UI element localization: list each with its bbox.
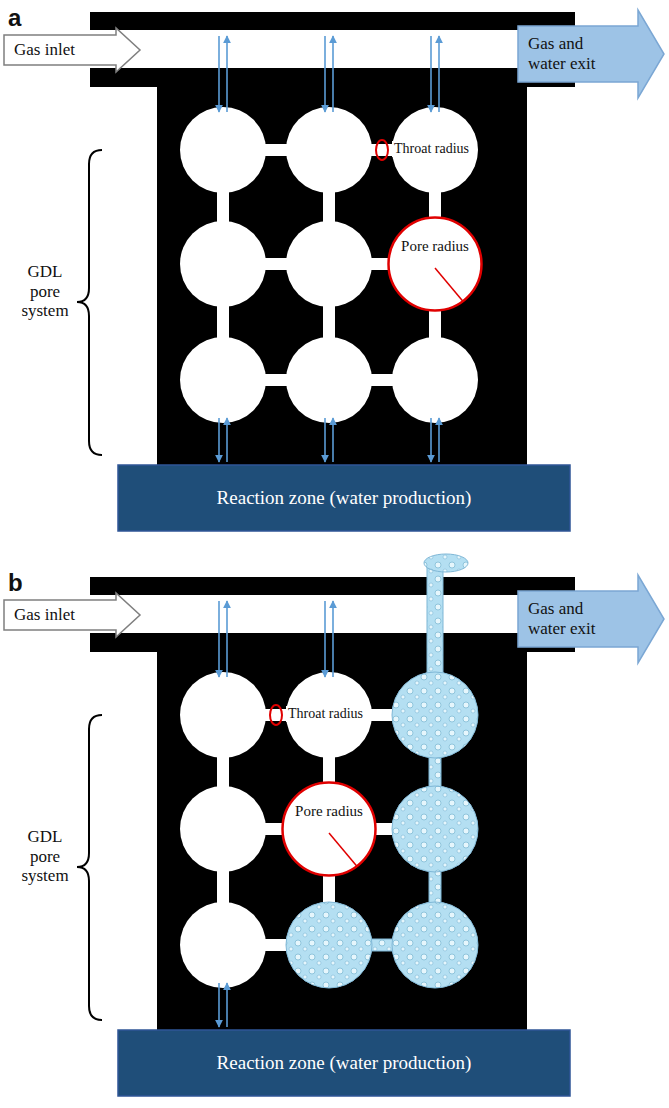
panel-letter: b	[8, 569, 23, 597]
node-shape	[387, 216, 483, 312]
throat-marker	[270, 140, 388, 725]
pore-radius-circle: Pore radius	[387, 216, 483, 312]
reaction-zone-box: Reaction zone (water production)	[118, 1030, 570, 1096]
node-text: Pore radius	[401, 238, 469, 255]
node-text: Reaction zone (water production)	[217, 487, 472, 509]
panel-letter: a	[8, 4, 21, 32]
node-text: Gas inlet	[14, 605, 75, 625]
pore-radius-circle: Pore radius	[281, 781, 377, 877]
gas-inlet-arrow: Gas inlet	[4, 593, 140, 637]
gdl-panel-b	[77, 577, 575, 1030]
throat-label: Throat radius	[392, 141, 471, 157]
node-text: Gas and water exit	[528, 34, 614, 73]
arrow-outline	[518, 10, 664, 98]
node-text: Gas inlet	[14, 40, 75, 60]
region-label: GDL pore system	[12, 262, 78, 321]
radius-line	[329, 833, 357, 866]
throat-label: Throat radius	[286, 706, 365, 722]
gas-inlet-arrow: Gas inlet	[4, 28, 140, 72]
arrow-outline	[4, 28, 140, 72]
zone-outline	[118, 1030, 570, 1096]
gas-water-exit-arrow: Gas and water exit	[518, 575, 664, 663]
reaction-zone-box: Reaction zone (water production)	[118, 465, 570, 531]
gdl-panel-a	[77, 12, 575, 465]
liquid-water	[286, 554, 478, 988]
pore-outline	[389, 218, 482, 311]
arrow-outline	[4, 593, 140, 637]
node-shape	[281, 781, 377, 877]
arrow-outline	[518, 575, 664, 663]
zone-outline	[118, 465, 570, 531]
node-text: Pore radius	[295, 803, 363, 820]
node-text: Reaction zone (water production)	[217, 1052, 472, 1074]
radius-line	[435, 268, 463, 301]
region-label: GDL pore system	[12, 827, 78, 886]
gas-water-exit-arrow: Gas and water exit	[518, 10, 664, 98]
node-text: Gas and water exit	[528, 599, 614, 638]
pore-outline	[283, 783, 376, 876]
